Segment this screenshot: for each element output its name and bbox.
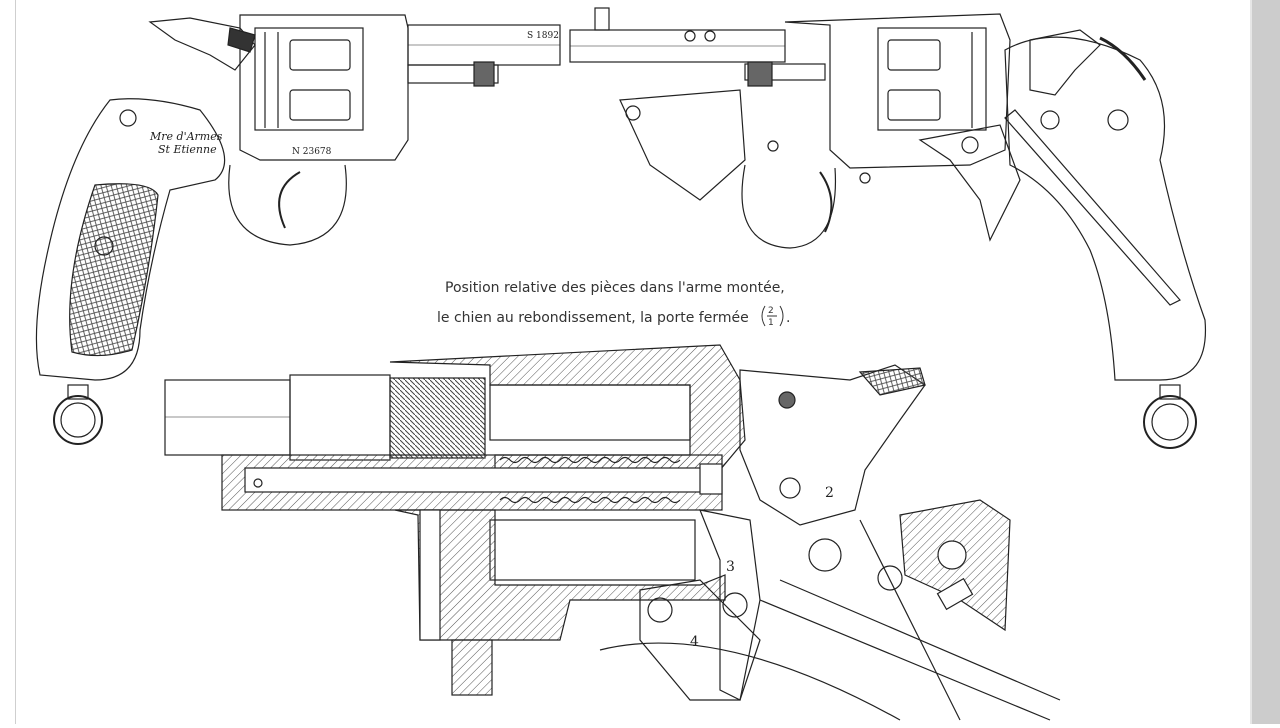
callout-3: 3 — [726, 559, 735, 575]
serial-number: N 23678 — [292, 147, 332, 157]
scale-tail: . — [786, 310, 790, 326]
right-mainspring-rod — [1004, 109, 1181, 306]
left-revolver-exterior — [35, 14, 561, 445]
section-grip-outline — [859, 519, 961, 721]
left-trigger-guard — [228, 164, 347, 246]
section-barrel-thread — [389, 377, 486, 459]
right-grip — [1004, 36, 1207, 381]
section-trigger-guard-base — [451, 639, 493, 696]
scale-denominator: 1 — [768, 318, 774, 328]
left-grip-panel — [69, 183, 159, 357]
callout-2: 2 — [825, 485, 834, 501]
right-trigger-guard — [741, 164, 837, 249]
vertical-scrollbar[interactable] — [1252, 0, 1280, 724]
right-frame — [784, 13, 1011, 169]
maker-mark-line1: Mre d'Armes — [149, 130, 223, 143]
right-cylinder — [877, 27, 987, 131]
section-spring-lower — [499, 496, 681, 504]
section-barrel — [164, 379, 291, 456]
left-frame — [239, 14, 409, 161]
right-lanyard-ring — [1143, 395, 1197, 449]
section-rebound-lever — [639, 579, 761, 701]
right-revolver-exterior — [569, 7, 1207, 449]
section-spring-upper — [499, 456, 681, 464]
technical-plate: Mre d'Armes St Etienne N 23678 S 1892 — [15, 0, 1207, 724]
section-chamber-upper — [489, 384, 691, 441]
left-cylinder — [254, 27, 364, 131]
scrollbar-edge — [1250, 0, 1252, 724]
left-hammer — [148, 17, 256, 71]
section-frame-lower — [394, 509, 726, 641]
left-revolver-markings: Mre d'Armes St Etienne N 23678 S 1892 — [149, 31, 559, 157]
scale-bracket-left — [761, 305, 766, 327]
section-trigger — [699, 509, 761, 701]
left-ejector-knob — [473, 61, 495, 87]
right-trigger-mechanism — [918, 124, 1021, 242]
left-grip — [35, 98, 226, 381]
section-view — [164, 344, 1061, 721]
revolver-drawing: Mre d'Armes St Etienne N 23678 S 1892 — [35, 7, 1207, 721]
section-ejector-rod — [244, 467, 716, 493]
scale-bracket-right — [779, 305, 784, 327]
section-callouts: 2 3 4 — [690, 485, 834, 650]
section-hammer — [739, 364, 926, 526]
caption-line1: Position relative des pièces dans l'arme… — [445, 280, 785, 296]
section-mainspring — [759, 579, 1061, 721]
scale-numerator: 2 — [768, 306, 774, 316]
caption-line2: le chien au rebondissement, la porte fer… — [437, 310, 749, 326]
right-hammer — [1029, 29, 1101, 96]
barrel-mark: S 1892 — [527, 31, 559, 41]
caption: Position relative des pièces dans l'arme… — [437, 280, 790, 328]
left-lanyard-ring — [53, 395, 103, 445]
maker-mark-line2: St Etienne — [158, 143, 217, 156]
section-chamber-lower — [489, 519, 696, 581]
callout-4: 4 — [690, 634, 699, 650]
right-front-sight — [594, 7, 610, 31]
plate-left-border — [15, 0, 16, 724]
right-side-plate — [619, 89, 746, 201]
